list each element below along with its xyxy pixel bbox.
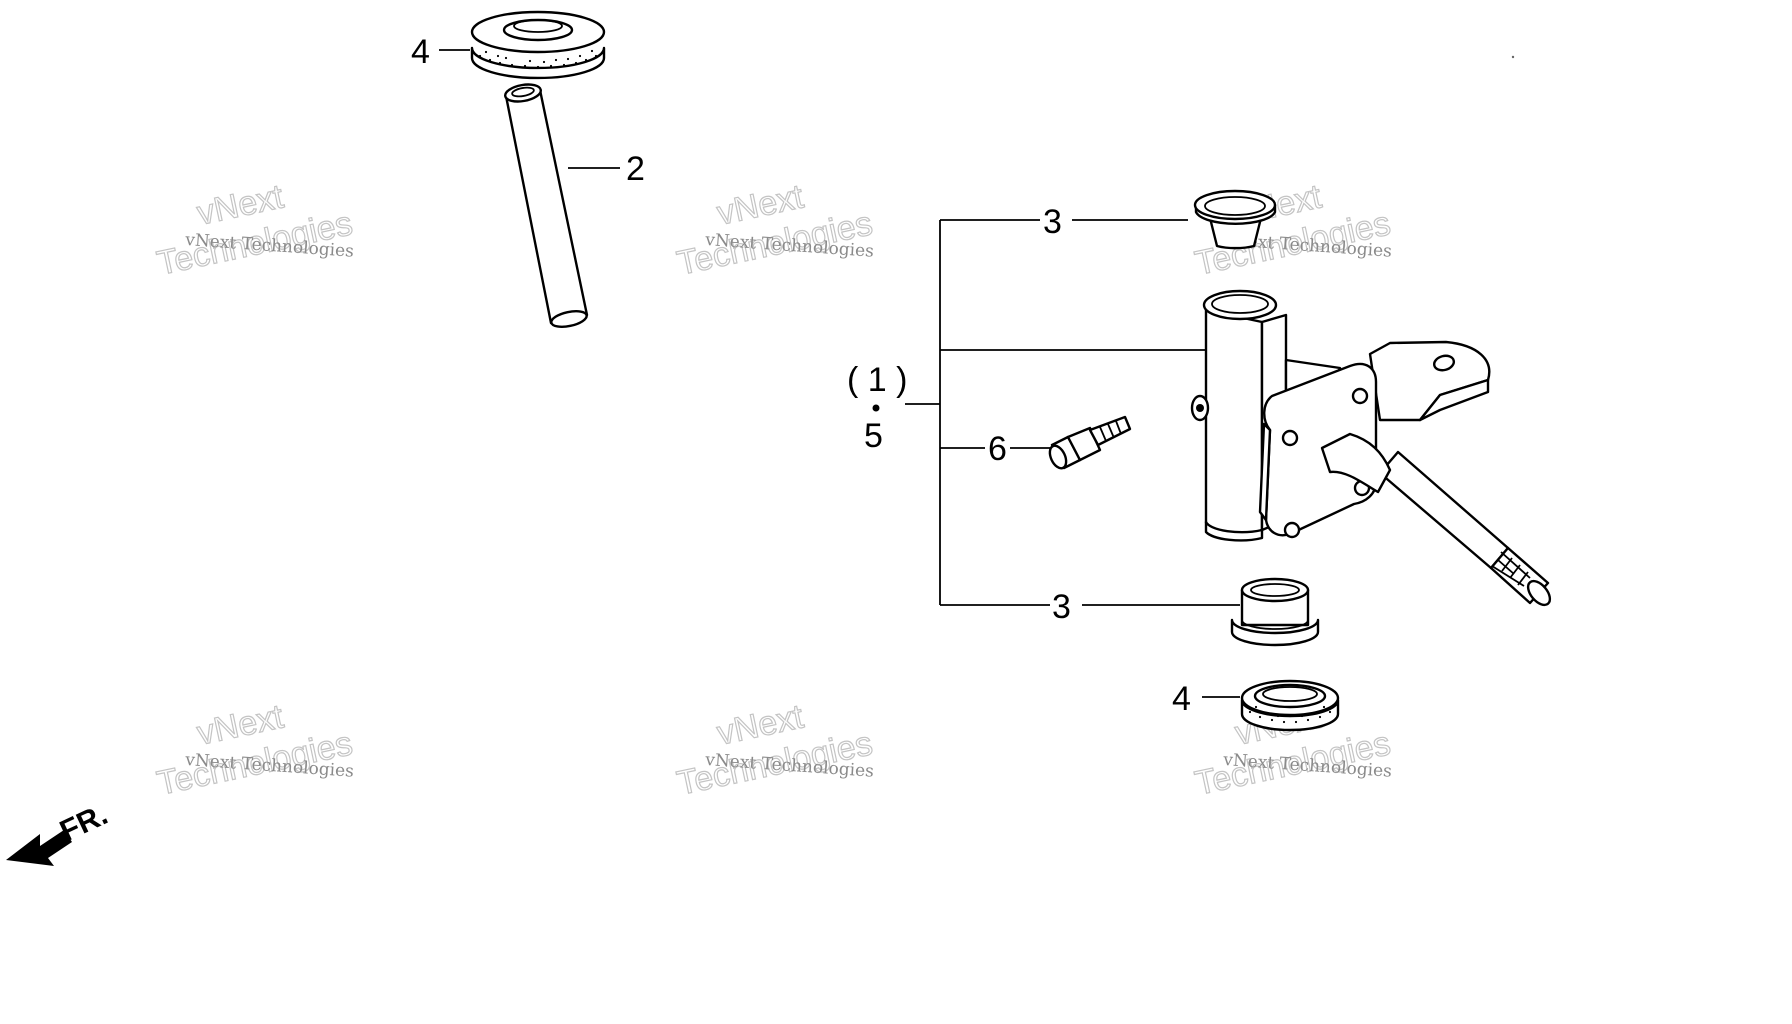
callout-assembly: ( 1 ) (847, 361, 907, 399)
bushing-bottom (1230, 577, 1320, 647)
assembly-bracket (905, 219, 1240, 606)
front-direction-arrow: FR. (6, 798, 113, 866)
bushing-top (1193, 189, 1277, 250)
grease-fitting (1048, 415, 1132, 470)
callout-grease-fitting: 6 (988, 430, 1007, 468)
watermark: vNext Technologies vNext Technologies (673, 697, 876, 804)
pivot-pipe (504, 83, 589, 329)
dust-seal-bottom (1240, 679, 1340, 732)
watermark: vNext Technologies vNext Technologies (673, 177, 876, 284)
callout-seal-top: 4 (411, 33, 430, 71)
callout-separator-dot (872, 404, 880, 412)
callout-assembly-alt: 5 (864, 417, 883, 455)
front-arrow-icon (6, 830, 72, 866)
watermark: vNext Technologies vNext Technologies (153, 177, 356, 284)
speck (1511, 55, 1515, 59)
callout-bushing-top: 3 (1043, 203, 1062, 241)
callout-pipe: 2 (626, 150, 645, 188)
callout-bushing-bottom: 3 (1052, 588, 1071, 626)
dust-seal-top (470, 10, 606, 80)
callout-seal-bottom: 4 (1172, 680, 1191, 718)
watermark: vNext Technologies vNext Technologies (153, 697, 356, 804)
knuckle-assembly (1190, 289, 1552, 607)
